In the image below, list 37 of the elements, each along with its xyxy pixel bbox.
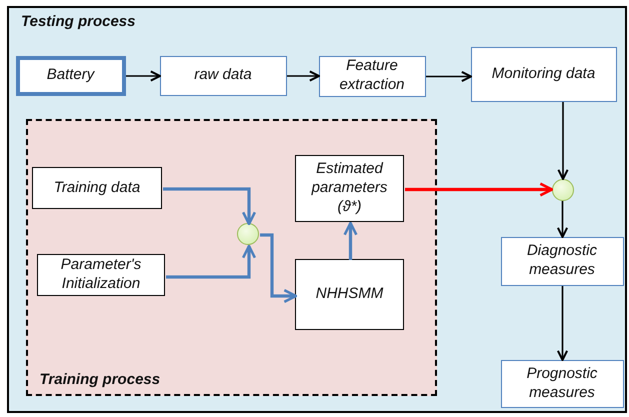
node-label: raw data: [193, 66, 253, 85]
node-label: Battery: [46, 66, 96, 85]
node-label: NHHSMM: [314, 285, 384, 304]
node-label: Estimated parameters (ϑ*): [310, 160, 388, 217]
arrow: [166, 244, 256, 279]
arrow: [260, 233, 298, 304]
arrow: [556, 201, 568, 238]
arrow: [556, 286, 568, 361]
arrow: [405, 182, 554, 197]
process-box: [295, 259, 404, 330]
group-panel: [26, 118, 436, 396]
process-box: [32, 167, 162, 209]
node-label: Feature extraction: [338, 57, 406, 95]
process-box: [16, 56, 126, 96]
node-label: Monitoring data: [490, 64, 596, 84]
junction-circle: [552, 178, 574, 200]
node-label: Prognostic measures: [526, 364, 598, 402]
arrow: [557, 102, 569, 180]
group-heading: Training process: [40, 370, 160, 388]
process-box: [160, 56, 286, 96]
process-box: [500, 360, 624, 408]
node-label: Parameter's Initialization: [60, 256, 142, 294]
process-box: [500, 236, 624, 286]
arrow: [126, 70, 161, 82]
group-heading: Testing process: [21, 13, 136, 30]
arrow: [163, 187, 256, 226]
process-box: [470, 46, 616, 102]
node-label: Training data: [52, 178, 142, 198]
junction-circle: [237, 223, 259, 245]
process-box: [37, 254, 165, 296]
arrow: [343, 222, 358, 260]
process-box: [318, 56, 426, 96]
panel: [7, 6, 627, 413]
node-label: Diagnostic measures: [526, 242, 598, 280]
arrow: [287, 70, 320, 82]
arrow: [426, 70, 472, 82]
process-box: [295, 155, 404, 222]
